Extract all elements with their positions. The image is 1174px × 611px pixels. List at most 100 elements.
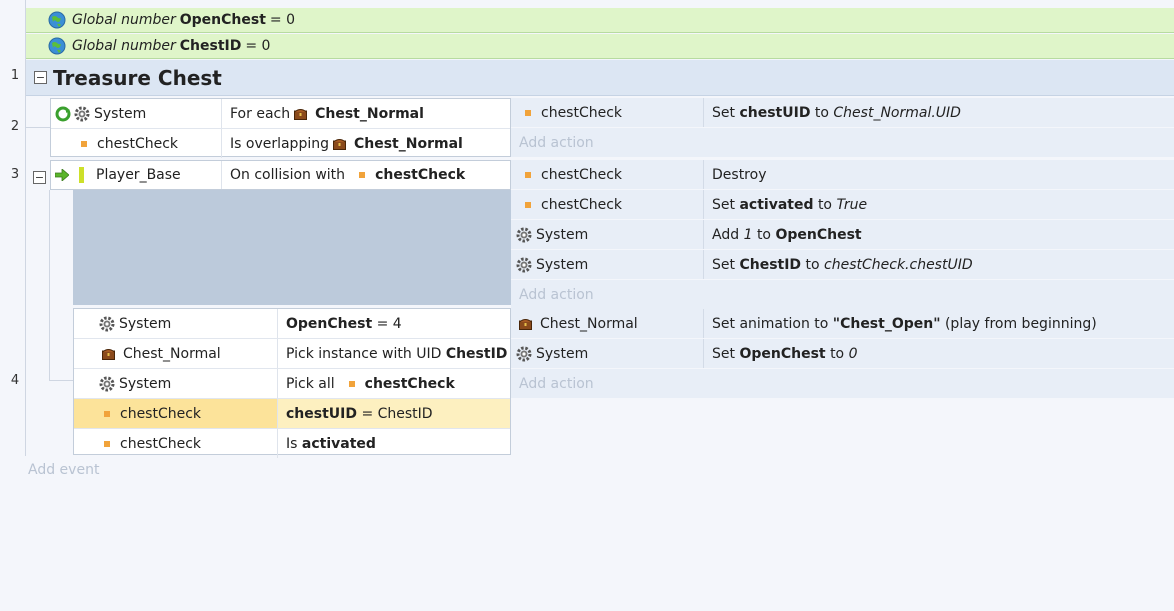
condition-object[interactable]: Player_Base	[51, 161, 222, 189]
global-variable-chestid[interactable]: Global number ChestID = 0	[26, 34, 1174, 59]
action-row[interactable]: chestCheck Set chestUID to Chest_Normal.…	[511, 98, 1174, 128]
event-3-conditions[interactable]: Player_Base On collision with chestCheck	[50, 160, 511, 190]
object-name: Player_Base	[96, 167, 181, 183]
add-action-row[interactable]: Add action	[511, 369, 1174, 399]
action-text[interactable]: Destroy	[704, 160, 766, 189]
condition-row[interactable]: System OpenChest = 4	[74, 309, 510, 339]
condition-var: activated	[301, 435, 376, 452]
action-var: OpenChest	[739, 345, 826, 362]
condition-row[interactable]: Player_Base On collision with chestCheck	[51, 161, 510, 189]
event-group-header[interactable]: − Treasure Chest	[26, 60, 1174, 96]
action-verb: Set animation to	[712, 315, 829, 332]
condition-row[interactable]: chestCheck Is overlapping Chest_Normal	[51, 129, 510, 158]
action-text[interactable]: Set animation to "Chest_Open" (play from…	[704, 309, 1097, 338]
chest-sprite-icon	[519, 318, 532, 330]
condition-row[interactable]: System Pick all chestCheck	[74, 369, 510, 399]
condition-text[interactable]: chestUID = ChestID	[278, 399, 433, 428]
action-row[interactable]: chestCheck Set activated to True	[511, 190, 1174, 220]
action-text[interactable]: Add 1 to OpenChest	[704, 220, 862, 249]
sprite-marker-icon	[348, 380, 355, 387]
action-row[interactable]: chestCheck Destroy	[511, 160, 1174, 190]
condition-object[interactable]: System	[74, 309, 278, 338]
condition-object[interactable]: chestCheck	[74, 399, 278, 428]
condition-object[interactable]: chestCheck	[51, 129, 222, 158]
action-text[interactable]: Set activated to True	[704, 190, 867, 219]
action-object[interactable]: Chest_Normal	[511, 309, 704, 338]
gear-icon	[99, 376, 115, 391]
condition-label: Is overlapping	[230, 135, 329, 152]
object-name: System	[536, 256, 589, 273]
action-verb: Destroy	[712, 166, 767, 183]
action-value: True	[836, 196, 868, 213]
action-verb: Add	[712, 226, 740, 243]
condition-object[interactable]: System	[74, 369, 278, 398]
condition-param: Chest_Normal	[315, 105, 424, 122]
action-row[interactable]: Chest_Normal Set animation to "Chest_Ope…	[511, 309, 1174, 339]
condition-text[interactable]: Is overlapping Chest_Normal	[222, 129, 463, 158]
gear-icon	[516, 227, 532, 242]
add-action-link[interactable]: Add action	[519, 134, 594, 151]
chest-sprite-icon	[294, 108, 308, 120]
object-name: chestCheck	[541, 104, 623, 121]
condition-object[interactable]: chestCheck	[74, 429, 278, 458]
global-value: = 0	[245, 38, 271, 54]
condition-var: chestUID	[286, 405, 357, 422]
action-mid: to	[817, 196, 832, 213]
action-verb: Set	[712, 196, 735, 213]
event-4-conditions[interactable]: System OpenChest = 4 Chest_Normal Pick i…	[73, 308, 511, 458]
event-3-collapse[interactable]: −	[33, 169, 46, 185]
action-row[interactable]: System Add 1 to OpenChest	[511, 220, 1174, 250]
global-value: = 0	[269, 12, 295, 28]
action-verb: Set	[712, 256, 735, 273]
condition-text[interactable]: Pick instance with UID ChestID	[278, 339, 507, 368]
add-action-row[interactable]: Add action	[511, 280, 1174, 310]
action-object[interactable]: chestCheck	[511, 160, 704, 189]
action-row[interactable]: System Set ChestID to chestCheck.chestUI…	[511, 250, 1174, 280]
condition-row[interactable]: Chest_Normal Pick instance with UID Ches…	[74, 339, 510, 369]
gear-icon	[74, 106, 90, 121]
globe-icon	[48, 11, 66, 29]
action-text[interactable]: Set OpenChest to 0	[704, 339, 858, 368]
action-object[interactable]: System	[511, 220, 704, 249]
sprite-marker-icon	[525, 201, 531, 208]
condition-text[interactable]: Pick all chestCheck	[278, 369, 455, 398]
condition-row[interactable]: chestCheck Is activated	[74, 429, 510, 458]
condition-row[interactable]: System For each Chest_Normal	[51, 99, 510, 129]
condition-text[interactable]: OpenChest = 4	[278, 309, 402, 338]
condition-text[interactable]: For each Chest_Normal	[222, 99, 424, 128]
condition-label: Pick all	[286, 375, 335, 392]
tree-connector	[49, 190, 50, 380]
object-name: Chest_Normal	[123, 345, 221, 362]
player-sprite-icon	[79, 167, 84, 183]
condition-text[interactable]: Is activated	[278, 429, 376, 458]
add-action-link[interactable]: Add action	[519, 286, 594, 303]
action-mid: to	[830, 345, 845, 362]
object-name: chestCheck	[97, 135, 179, 152]
sprite-marker-icon	[81, 140, 87, 147]
action-object[interactable]: chestCheck	[511, 98, 704, 127]
action-mid: (play from beginning)	[944, 315, 1097, 332]
condition-object[interactable]: Chest_Normal	[74, 339, 278, 368]
action-var: ChestID	[739, 256, 802, 273]
action-text[interactable]: Set chestUID to Chest_Normal.UID	[704, 98, 961, 127]
group-title: Treasure Chest	[53, 65, 222, 90]
add-event-link[interactable]: Add event	[28, 462, 100, 478]
globe-icon	[48, 37, 66, 55]
event-2-conditions[interactable]: System For each Chest_Normal chestCheck …	[50, 98, 511, 158]
action-object[interactable]: System	[511, 250, 704, 279]
trigger-arrow-icon	[55, 169, 69, 181]
global-variable-openchest[interactable]: Global number OpenChest = 0	[26, 8, 1174, 33]
condition-text[interactable]: On collision with chestCheck	[222, 161, 465, 189]
gear-icon	[99, 316, 115, 331]
add-action-link[interactable]: Add action	[519, 375, 594, 392]
action-row[interactable]: System Set OpenChest to 0	[511, 339, 1174, 369]
condition-object[interactable]: System	[51, 99, 222, 128]
collapse-toggle[interactable]: −	[33, 171, 46, 184]
condition-row-selected[interactable]: chestCheck chestUID = ChestID	[74, 399, 510, 429]
add-action-row[interactable]: Add action	[511, 128, 1174, 158]
tree-connector	[26, 127, 50, 128]
action-object[interactable]: chestCheck	[511, 190, 704, 219]
collapse-toggle[interactable]: −	[34, 71, 47, 84]
action-text[interactable]: Set ChestID to chestCheck.chestUID	[704, 250, 973, 279]
action-object[interactable]: System	[511, 339, 704, 368]
